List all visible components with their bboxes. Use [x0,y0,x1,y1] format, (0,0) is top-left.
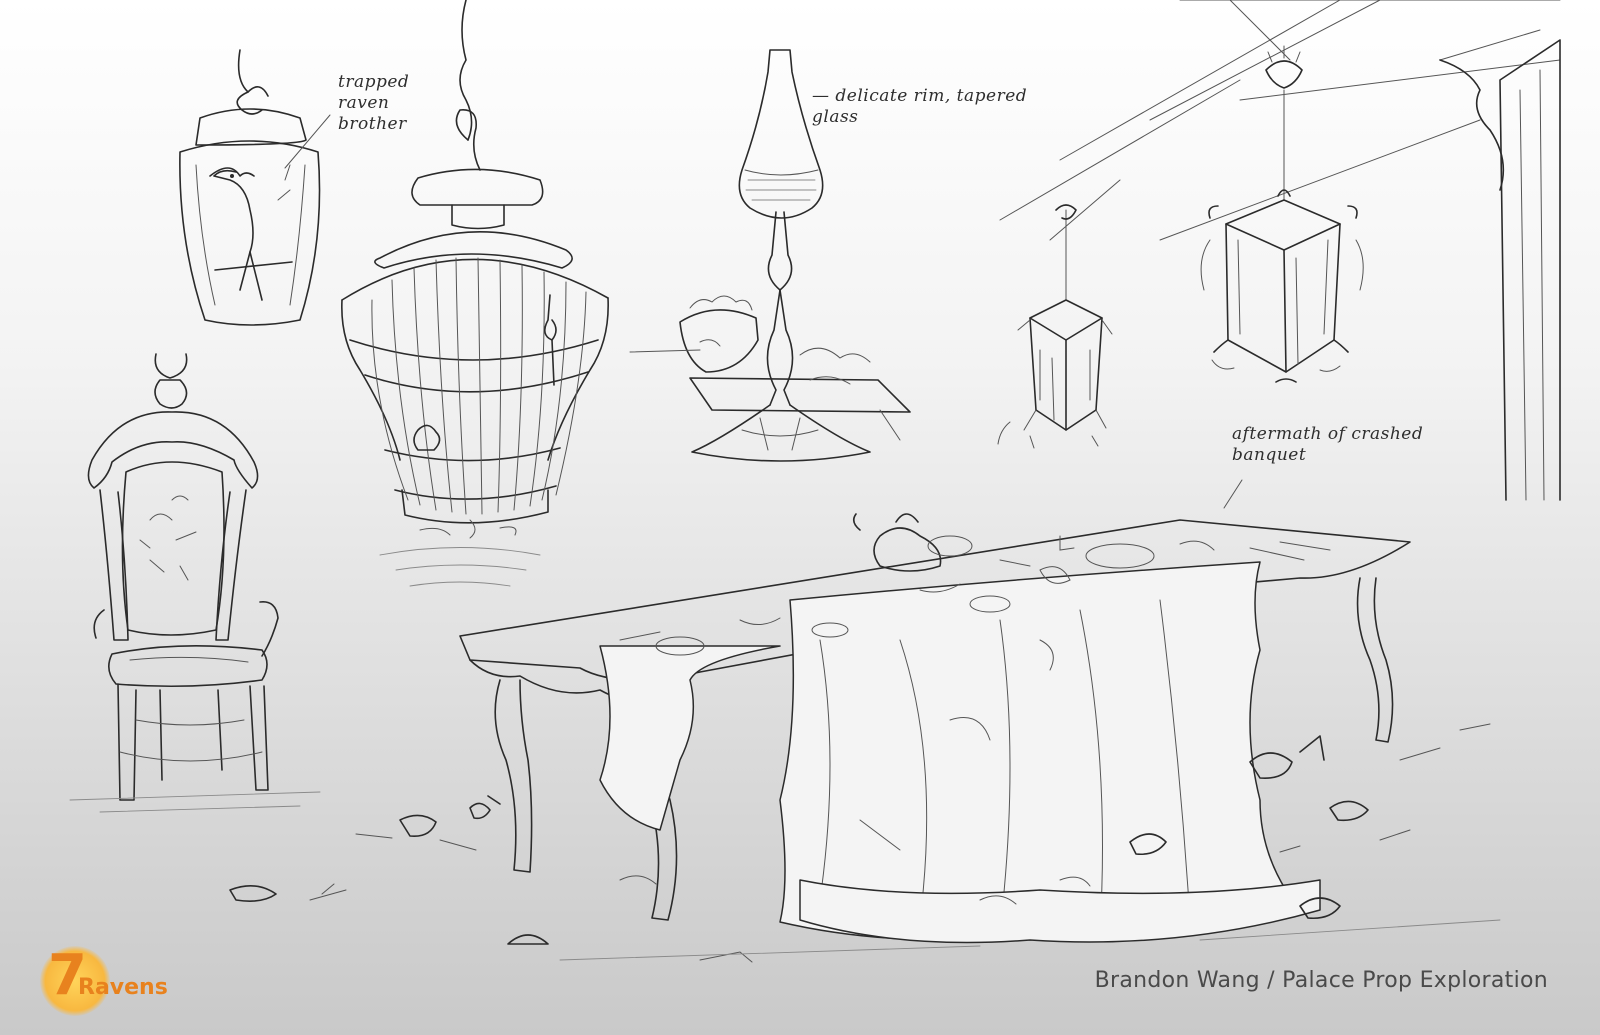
birdcage-sketch [341,0,609,587]
annotation-glass: — delicate rim, tapered glass [812,86,1028,127]
annotation-banquet: aftermath of crashed banquet [1232,424,1424,465]
logo-numeral: 7 [48,943,87,1008]
banquet-table-sketch [459,479,1411,944]
ceiling-beams-sketch [999,0,1561,501]
logo-word: Ravens [78,975,168,1000]
annotation-raven: trapped raven brother [338,72,410,134]
small-lantern-sketch [997,204,1113,449]
raven-lantern-sketch [179,49,331,326]
floor-debris-sketch [229,723,1501,963]
tapered-glass-sketch [629,49,911,462]
artist-credit: Brandon Wang / Palace Prop Exploration [1094,968,1548,993]
logo-sun-icon [40,946,110,1016]
seven-ravens-logo: 7 Ravens [40,946,200,1016]
chair-sketch [69,353,321,813]
ornate-lantern-sketch [1200,45,1364,383]
